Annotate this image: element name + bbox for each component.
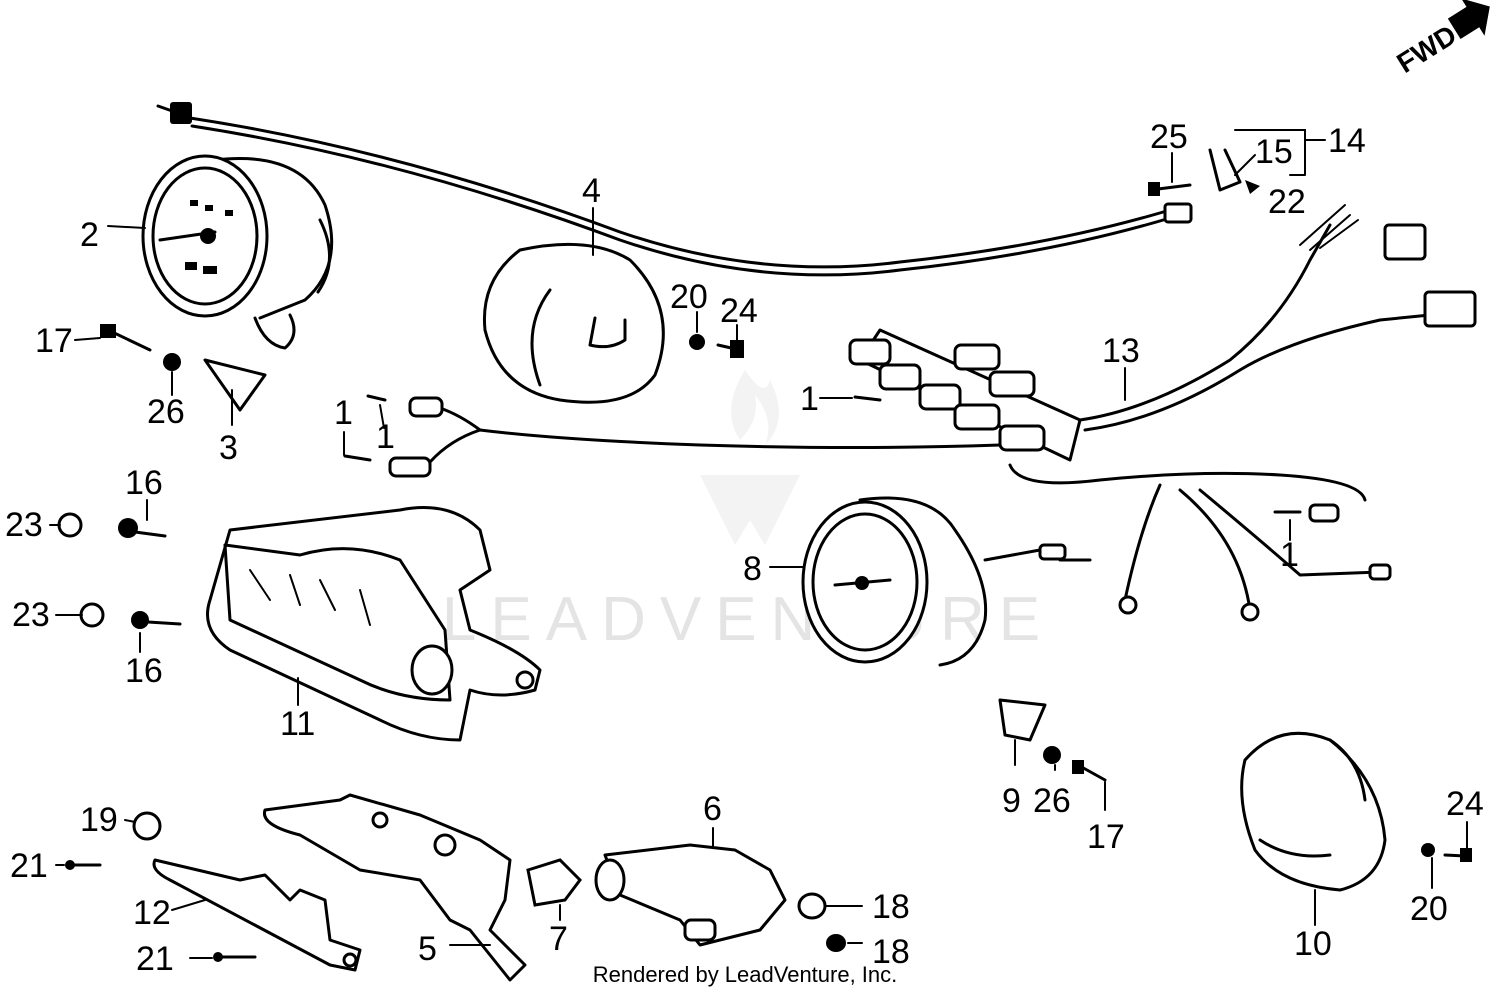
watermark-text: LEADVENTURE <box>442 585 1054 654</box>
callout-8: 8 <box>743 550 762 588</box>
indicator-panel <box>206 506 542 742</box>
callout-26: 26 <box>147 393 185 431</box>
callout-22: 22 <box>1268 183 1306 221</box>
callout-16-top: 16 <box>125 464 163 502</box>
callout-20: 20 <box>670 278 708 316</box>
leader-lines <box>49 129 1468 959</box>
callout-10: 10 <box>1294 925 1332 963</box>
hardware <box>57 148 1472 962</box>
callout-16-bottom: 16 <box>125 652 163 690</box>
callout-23-top: 23 <box>5 506 43 544</box>
tachometer-case <box>1240 731 1387 892</box>
watermark-logo <box>700 370 800 545</box>
footer-credit: Rendered by LeadVenture, Inc. <box>593 962 898 987</box>
tachometer-gauge <box>801 496 1092 667</box>
callout-25: 25 <box>1150 118 1188 156</box>
callout-18-top: 18 <box>872 888 910 926</box>
callout-1-right: 1 <box>800 380 819 418</box>
callout-23-bottom: 23 <box>12 596 50 634</box>
callout-12: 12 <box>133 894 171 932</box>
callout-24-right: 24 <box>1446 785 1484 823</box>
callout-14: 14 <box>1328 122 1366 160</box>
wiring-harness <box>848 204 1477 622</box>
speedometer-gauge <box>141 154 334 350</box>
forward-arrow-icon: FWD <box>1391 0 1490 79</box>
callout-19: 19 <box>80 801 118 839</box>
callout-5: 5 <box>418 930 437 968</box>
callout-1-left-a: 1 <box>334 394 353 432</box>
callout-17-right: 17 <box>1087 818 1125 856</box>
callout-18-bottom: 18 <box>872 933 910 971</box>
callout-1-harness: 1 <box>1280 536 1299 574</box>
callout-21-bottom: 21 <box>136 940 174 978</box>
callout-2: 2 <box>80 216 99 254</box>
callout-20-right: 20 <box>1410 890 1448 928</box>
speedometer-case <box>482 242 665 404</box>
callout-21-top: 21 <box>10 847 48 885</box>
meter-bracket-lower <box>152 858 362 972</box>
callout-11: 11 <box>280 705 315 743</box>
callout-26-right: 26 <box>1033 782 1071 820</box>
callout-13: 13 <box>1102 332 1140 370</box>
speedometer-cable <box>156 102 1193 277</box>
ignition-switch <box>594 843 787 947</box>
callout-15: 15 <box>1255 133 1293 171</box>
callout-4: 4 <box>582 172 601 210</box>
callout-6: 6 <box>703 790 722 828</box>
meter-bracket-upper <box>262 793 527 982</box>
callout-1-left-b: 1 <box>376 418 395 456</box>
callout-17: 17 <box>35 322 73 360</box>
callout-24: 24 <box>720 292 758 330</box>
callout-3: 3 <box>219 429 238 467</box>
indicator-wires <box>388 396 1002 478</box>
callout-7: 7 <box>549 920 568 958</box>
callout-labels: 2 17 26 3 4 20 24 25 15 14 22 13 1 1 1 1… <box>5 118 1484 978</box>
callout-9: 9 <box>1002 782 1021 820</box>
fwd-label: FWD <box>1391 19 1462 79</box>
